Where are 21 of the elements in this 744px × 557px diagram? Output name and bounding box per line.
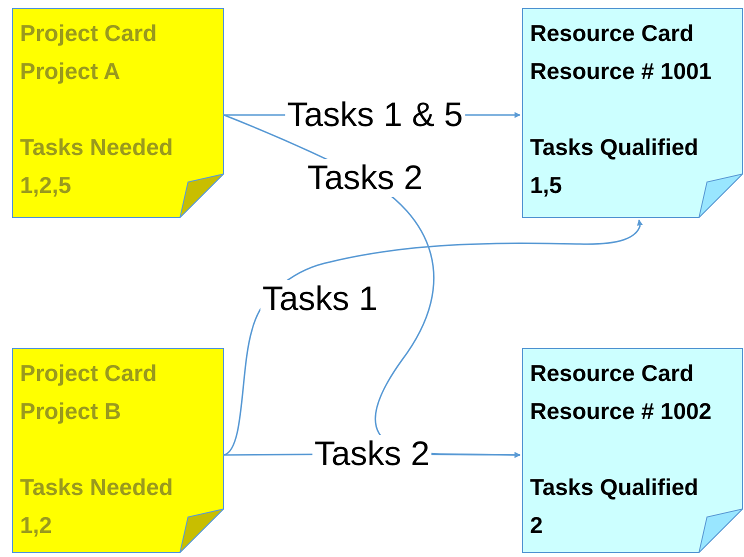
note-text: Project Card: [20, 359, 157, 388]
note-text: Tasks Qualified: [530, 133, 698, 162]
note-text: Resource # 1002: [530, 397, 712, 426]
sticky-note: [12, 8, 224, 218]
note-text: 1,2: [20, 511, 52, 540]
note-text: Resource Card: [530, 359, 694, 388]
sticky-note: [522, 348, 743, 553]
connector-arrow: [224, 219, 643, 456]
note-text: Resource Card: [530, 19, 694, 48]
note-text: 1,2,5: [20, 171, 72, 200]
note-text: Resource # 1001: [530, 57, 712, 86]
note-text: 1,5: [530, 171, 562, 200]
note-text: 2: [530, 511, 543, 540]
note-text: Tasks Needed: [20, 473, 173, 502]
note-text: Tasks Qualified: [530, 473, 698, 502]
note-text: Project Card: [20, 19, 157, 48]
sticky-note: [522, 8, 743, 218]
note-text: Project B: [20, 397, 121, 426]
note-text: Project A: [20, 57, 120, 86]
note-text: Tasks Needed: [20, 133, 173, 162]
sticky-note: [12, 348, 224, 553]
